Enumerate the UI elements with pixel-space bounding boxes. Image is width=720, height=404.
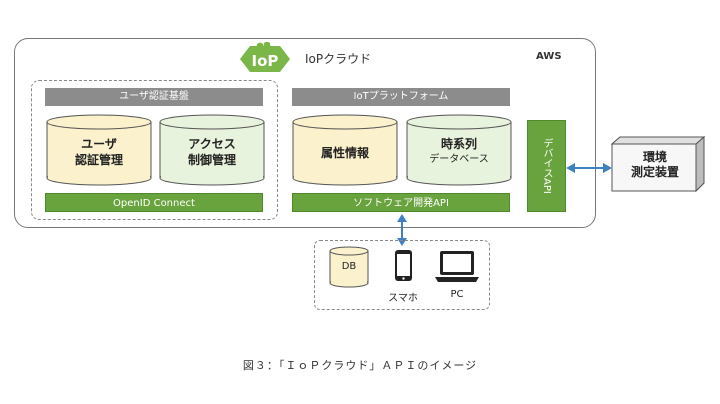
external-device-label: 環境測定装置 [630,150,679,179]
software-api-bar: ソフトウェア開発API [292,193,510,212]
client-db-label: DB [341,261,357,272]
device-api-label: デバイスAPI [541,138,552,194]
iop-logo: IoP [240,42,290,72]
smartphone-label: スマホ [388,293,418,304]
user-auth-group [31,80,278,220]
user-auth-db-label: ユーザ認証管理 [74,137,123,167]
openid-connect-bar: OpenID Connect [45,193,263,212]
attribute-db-label: 属性情報 [320,146,369,160]
figure-caption: 図３：「ＩｏＰクラウド」ＡＰＩのイメージ [242,359,478,372]
client-group [314,240,490,310]
provider-label: AWS [536,51,562,62]
logo-text: IoP [252,52,279,70]
pc-label: PC [450,289,464,300]
iot-platform-title: IoTプラットフォーム [292,88,510,106]
timeseries-db-label: 時系列データベース [429,137,489,165]
access-control-db-label: アクセス制御管理 [187,137,236,167]
device-api-bar: デバイスAPI [527,120,566,212]
cloud-name: IoPクラウド [305,52,372,66]
user-auth-title: ユーザ認証基盤 [45,88,263,106]
